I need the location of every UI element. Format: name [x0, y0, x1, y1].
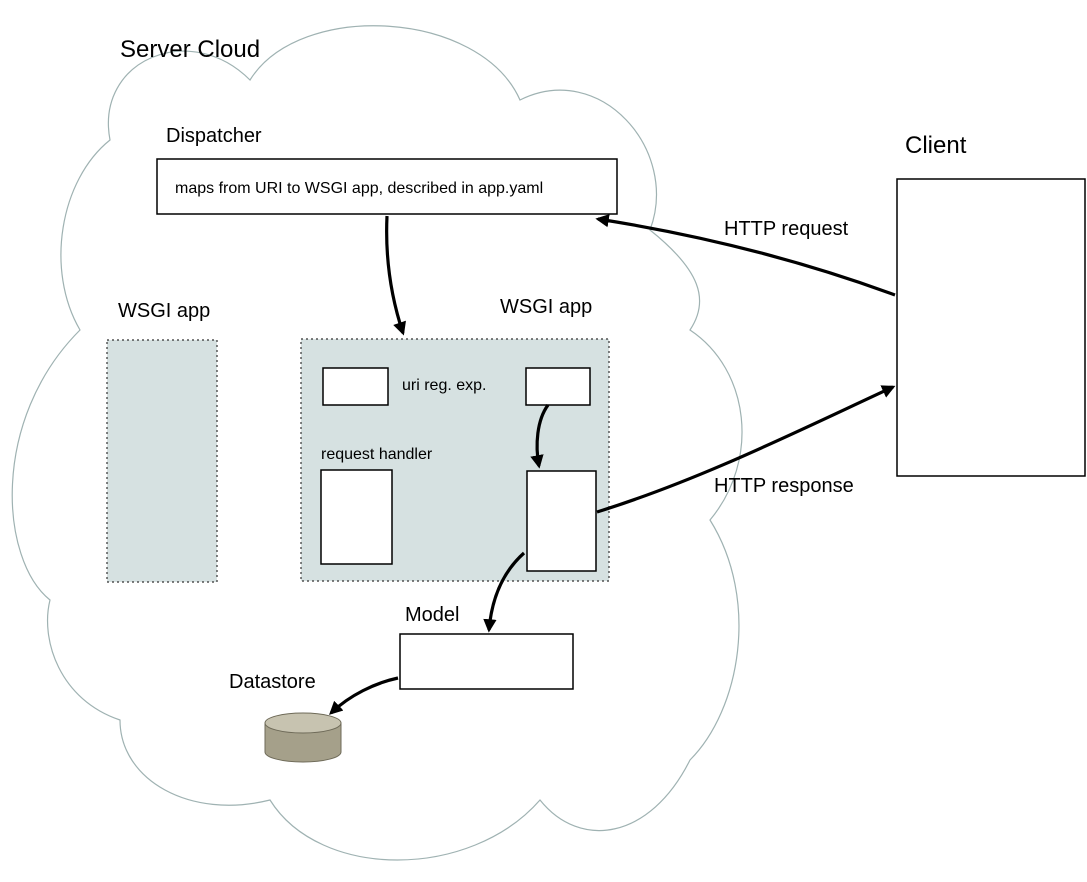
http-request-label: HTTP request [724, 218, 849, 240]
uri-pattern-label: uri reg. exp. [402, 377, 486, 394]
model-box [399, 633, 574, 690]
datastore-cylinder-icon [264, 712, 342, 763]
request-handler-label: request handler [321, 446, 433, 463]
http-response-label: HTTP response [714, 475, 854, 497]
request-handler-box-left [320, 469, 393, 565]
cloud-title: Server Cloud [120, 36, 260, 63]
uri-pattern-box-left [322, 367, 389, 406]
dispatcher-box [156, 158, 618, 215]
handler-to-model-arrow [483, 551, 526, 633]
dispatcher-description: maps from URI to WSGI app, described in … [175, 180, 543, 197]
request-handler-box-right [526, 470, 597, 572]
dispatcher-to-wsgi-arrow [385, 215, 406, 336]
http-response-arrow [596, 385, 896, 514]
uri-to-handler-arrow [530, 404, 550, 469]
model-to-datastore-arrow [329, 676, 399, 715]
uri-pattern-box-right [525, 367, 591, 406]
client-box [896, 178, 1086, 477]
wsgi-app-left-title: WSGI app [118, 300, 210, 322]
client-title: Client [905, 132, 967, 159]
datastore-title: Datastore [229, 671, 316, 693]
dispatcher-title: Dispatcher [166, 125, 262, 147]
wsgi-app-left-panel [106, 339, 218, 583]
wsgi-app-main-title: WSGI app [500, 296, 592, 318]
model-title: Model [405, 604, 459, 626]
http-request-arrow [595, 214, 896, 297]
